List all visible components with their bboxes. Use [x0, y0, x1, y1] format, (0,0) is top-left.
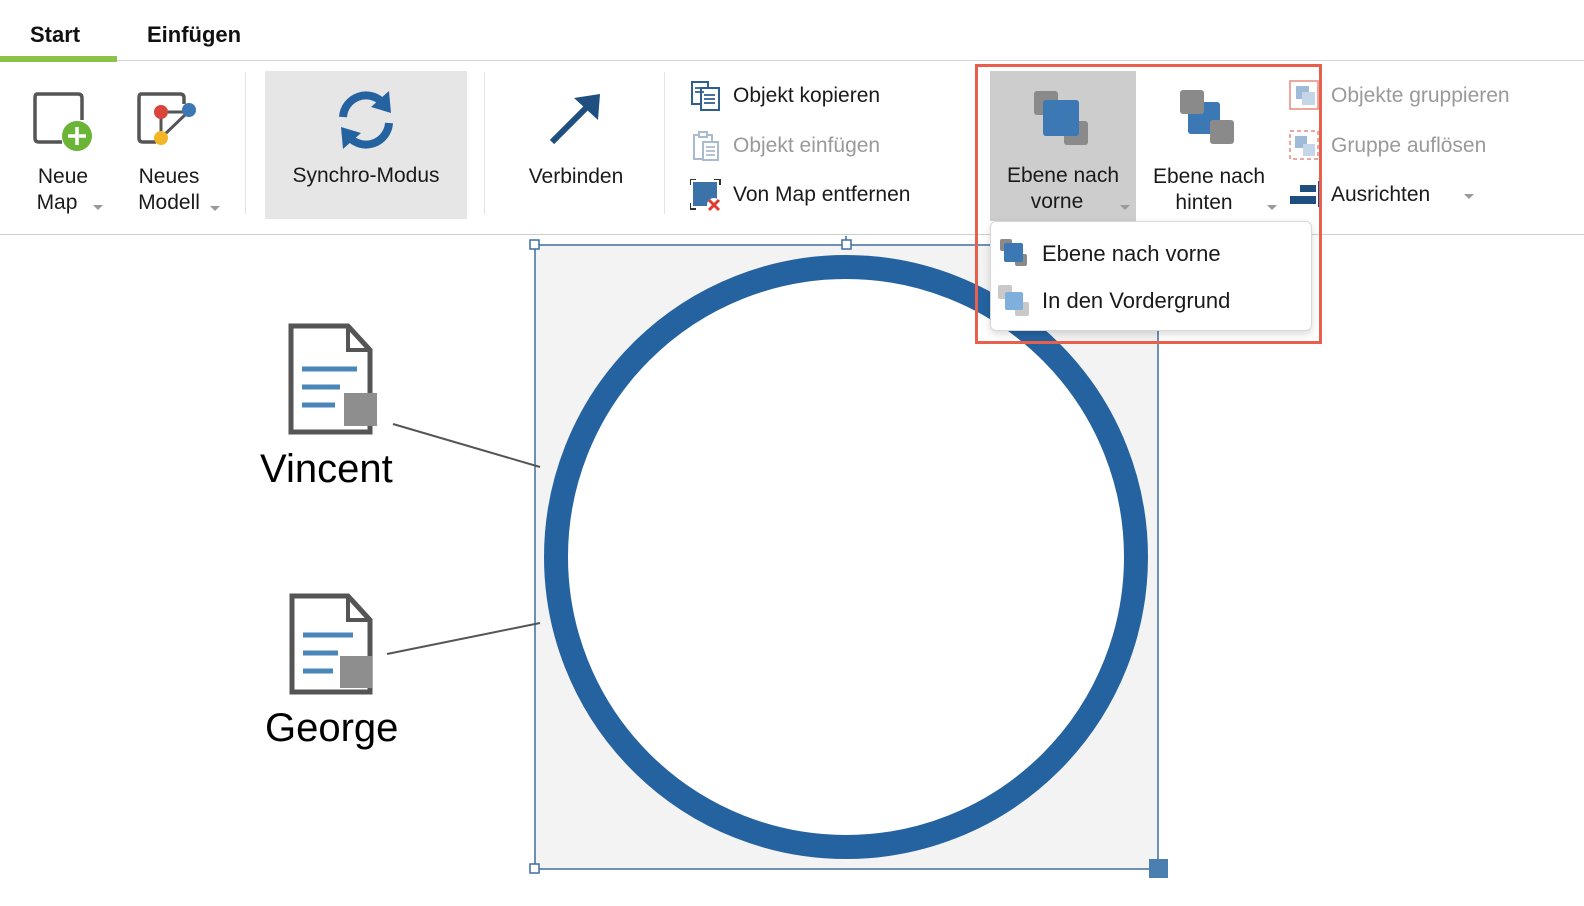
synchro-modus-label: Synchro-Modus: [292, 164, 440, 187]
ribbon-separator: [245, 72, 246, 214]
selection-handle[interactable]: [529, 239, 540, 250]
synchro-modus-button[interactable]: Synchro-Modus: [265, 71, 467, 219]
objekte-gruppieren-label: Objekte gruppieren: [1331, 84, 1510, 107]
new-map-icon: [33, 92, 92, 151]
ausrichten-label: Ausrichten: [1331, 183, 1431, 206]
gruppe-aufloesen-button[interactable]: Gruppe auflösen: [1286, 128, 1576, 164]
menu-item-ebene-nach-vorne[interactable]: Ebene nach vorne: [991, 230, 1311, 276]
ebene-nach-hinten-label: Ebene nach hinten: [1152, 165, 1266, 214]
selection-handle[interactable]: [841, 239, 852, 250]
ebene-nach-hinten-button[interactable]: Ebene nach hinten: [1140, 72, 1280, 217]
objekte-gruppieren-button[interactable]: Objekte gruppieren: [1286, 78, 1576, 114]
ebene-nach-vorne-caret[interactable]: [1120, 205, 1130, 210]
ribbon-separator: [664, 72, 665, 214]
map-canvas[interactable]: [0, 236, 1584, 906]
sync-icon: [339, 91, 393, 149]
neues-modell-button[interactable]: Neues Modell: [122, 72, 228, 217]
bring-forward-icon: [1034, 91, 1088, 145]
bring-to-front-icon: [998, 285, 1029, 316]
remove-from-map-icon: [690, 179, 721, 212]
active-tab-indicator: [0, 56, 117, 62]
verbinden-label: Verbinden: [528, 165, 624, 188]
objekt-kopieren-button[interactable]: Objekt kopieren: [688, 78, 948, 114]
neue-map-button[interactable]: Neue Map: [20, 72, 110, 217]
neues-modell-caret[interactable]: [210, 206, 220, 211]
objekt-einfuegen-label: Objekt einfügen: [733, 134, 881, 157]
ribbon-divider: [0, 234, 1584, 235]
menu-item-label: In den Vordergrund: [1042, 288, 1231, 313]
new-model-icon: [137, 92, 196, 145]
copy-icon: [691, 81, 720, 111]
node-label-vincent[interactable]: Vincent: [260, 447, 393, 491]
menu-item-label: Ebene nach vorne: [1042, 241, 1221, 266]
paste-icon: [693, 131, 719, 161]
menu-item-in-den-vordergrund[interactable]: In den Vordergrund: [991, 278, 1311, 324]
ebene-dropdown-menu: Ebene nach vorne In den Vordergrund: [990, 221, 1312, 331]
tabbar-divider: [0, 60, 1584, 61]
von-map-entfernen-label: Von Map entfernen: [733, 183, 911, 206]
arrow-connect-icon: [549, 94, 600, 145]
send-backward-icon: [1180, 90, 1234, 144]
resize-handle[interactable]: [1149, 859, 1168, 878]
neues-modell-label: Neues Modell: [138, 165, 200, 214]
ebene-nach-vorne-button[interactable]: Ebene nach vorne: [990, 71, 1136, 221]
node-label-george[interactable]: George: [265, 706, 399, 750]
verbinden-button[interactable]: Verbinden: [510, 72, 640, 217]
tab-start[interactable]: Start: [30, 22, 81, 47]
connector-line: [392, 423, 541, 468]
connector-line: [386, 622, 541, 655]
tab-einfuegen[interactable]: Einfügen: [147, 22, 242, 47]
ebene-nach-hinten-caret[interactable]: [1267, 205, 1277, 210]
ausrichten-caret[interactable]: [1464, 194, 1474, 199]
neue-map-caret[interactable]: [93, 205, 103, 210]
bring-forward-icon: [1000, 239, 1027, 266]
ungroup-icon: [1289, 130, 1319, 160]
group-icon: [1289, 80, 1319, 110]
selection-handle[interactable]: [529, 863, 540, 874]
von-map-entfernen-button[interactable]: Von Map entfernen: [688, 177, 948, 213]
gruppe-aufloesen-label: Gruppe auflösen: [1331, 134, 1487, 157]
ebene-nach-vorne-label: Ebene nach vorne: [1006, 164, 1120, 213]
document-icon[interactable]: [288, 323, 377, 435]
highlight-annotation-box: [975, 64, 1322, 344]
neue-map-label: Neue Map: [36, 165, 89, 214]
ribbon-separator: [484, 72, 485, 214]
objekt-einfuegen-button[interactable]: Objekt einfügen: [688, 128, 948, 164]
objekt-kopieren-label: Objekt kopieren: [733, 84, 881, 107]
circle-shape[interactable]: [544, 255, 1148, 859]
document-icon[interactable]: [289, 593, 373, 695]
